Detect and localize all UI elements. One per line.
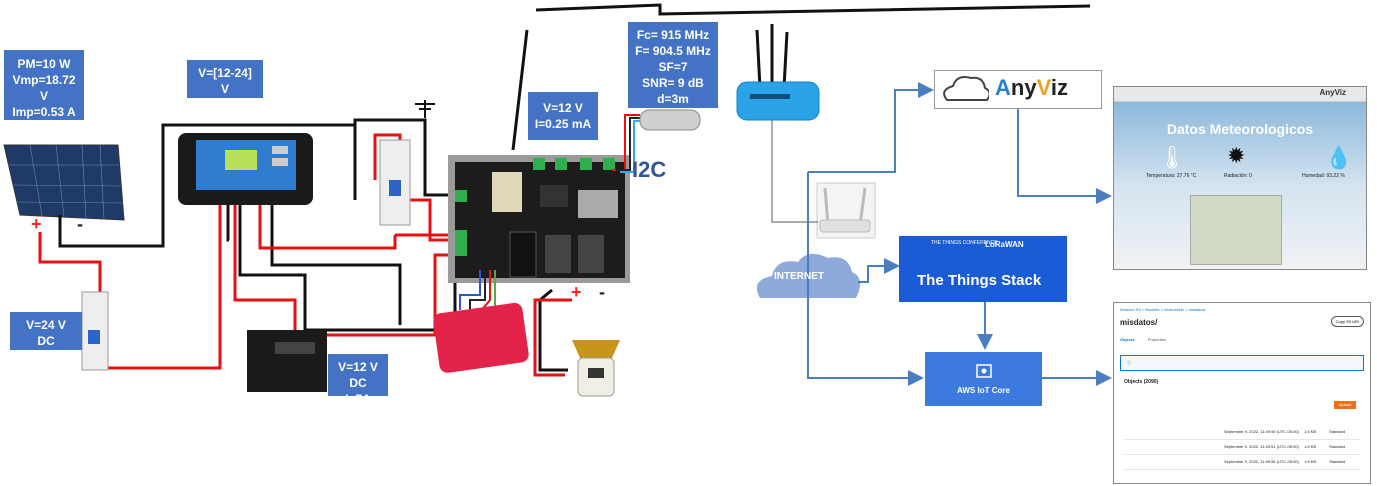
breaker-top [379,139,411,226]
panel-power: PM=10 W [17,57,71,71]
node-voltage: V=12 V [543,101,583,115]
battery [247,330,327,392]
thermometer-icon: 🌡 [1158,145,1186,170]
controller-spec-label: V=[12-24] V I=10A [187,60,263,112]
panel-minus-sign: - [77,214,83,234]
battery-current: I=7A [345,392,371,406]
anyviz-dashboard: AnyViz Datos Meteorologicos 🌡 ✹ 💧 Temper… [1113,86,1367,270]
dashboard-title: Datos Meteorologicos [1166,121,1314,137]
row-storage-class: Standard [1329,459,1346,464]
sun-icon: ✹ [1227,143,1246,168]
objects-table: September 9, 2022, 11:49:50 (UTC-05:00) … [1124,425,1360,470]
things-stack-title: The Things Stack [917,272,1042,289]
map-widget [1190,195,1282,265]
controller-current: I=10A [208,98,242,112]
table-row[interactable]: September 9, 2022, 11:49:55 (UTC-05:00) … [1124,455,1360,470]
cloud-icon [943,76,989,101]
dashboard-brand: AnyViz [1319,88,1346,97]
s3-console: Amazon S3 > Buckets > misbuckets > misda… [1113,302,1371,484]
row-storage-class: Standard [1329,429,1346,434]
panel-spec-label: PM=10 W Vmp=18.72 V Imp=0.53 A [4,50,84,120]
lora-gateway [736,24,820,121]
lorawan-label: LoRaWAN [985,240,1024,249]
drop-icon: 💧 [1325,145,1353,170]
i2c-label: I2C [632,157,667,182]
radio-center-frequency: Fc= 915 MHz [636,28,710,42]
row-last-modified: September 9, 2022, 11:49:55 (UTC-05:00) [1224,459,1299,464]
s3-tabs: Objects Properties [1120,337,1166,342]
things-conference-label: THE THINGS CONFERENCE [931,240,998,246]
radio-spec-label: Fc= 915 MHz F= 904.5 MHz SF=7 SNR= 9 dB … [628,22,718,108]
breaker-spec-label: V=24 V DC I=32 A [10,312,82,364]
panel-vmp: Vmp=18.72 V [12,73,76,103]
battery-voltage: V=12 V DC [338,360,378,390]
breaker-bottom [81,291,109,371]
network-links [771,120,818,223]
positive-wires [38,133,572,377]
battery-spec-label: V=12 V DC I=7A [328,354,388,406]
info-icon: ⓘ [1127,360,1131,365]
table-row[interactable]: September 9, 2022, 11:49:51 (UTC-05:00) … [1124,440,1360,455]
data-flow-arrows [807,82,1112,386]
s3-heading: misdatos/ [1120,318,1158,327]
ground-symbol [415,100,435,118]
gauge-plus-sign: + [571,282,582,302]
uv-sensor [433,302,529,373]
table-row[interactable]: September 9, 2022, 11:49:50 (UTC-05:00) … [1124,425,1360,440]
tab-objects[interactable]: Objects [1120,337,1135,342]
aws-iot-core-block: AWS IoT Core [925,352,1042,406]
s3-info-banner: ⓘ [1120,355,1364,371]
radio-frequency: F= 904.5 MHz [635,44,711,58]
rain-gauge [572,340,620,397]
row-last-modified: September 9, 2022, 11:49:50 (UTC-05:00) [1224,429,1299,434]
breaker-current: I=32 A [28,350,64,364]
controller-voltage: V=[12-24] V [198,66,252,96]
copy-uri-button[interactable]: Copy S3 URI [1330,316,1364,327]
things-stack-block: THE THINGS CONFERENCE LoRaWAN The Things… [899,236,1067,302]
node-board [448,155,630,283]
breaker-voltage: V=24 V DC [26,318,66,348]
radio-snr: SNR= 9 dB [642,76,704,90]
temperature-probe [639,109,701,131]
radio-distance: d=3m [657,92,689,106]
temperature-value: Temperatura: 27.76 °C [1146,173,1197,179]
solar-panel [3,144,125,221]
radiation-value: Radiación: 0 [1224,173,1252,179]
row-size: 1.6 KB [1304,444,1317,449]
panel-imp: Imp=0.53 A [12,105,76,119]
gauge-minus-sign: - [599,282,605,302]
dashboard-toolbar: AnyViz [1114,87,1366,102]
objects-heading: Objects (2090) [1124,379,1159,385]
row-size: 1.6 KB [1304,429,1317,434]
panel-plus-sign: + [31,214,42,234]
row-last-modified: September 9, 2022, 11:49:51 (UTC-05:00) [1224,444,1299,449]
s3-breadcrumb: Amazon S3 > Buckets > misbuckets > misda… [1120,307,1206,312]
row-storage-class: Standard [1329,444,1346,449]
internet-label: INTERNET [774,271,824,282]
anyviz-logo: AnyViz [934,70,1102,109]
node-spec-label: V=12 V I=0.25 mA [528,92,598,140]
node-current: I=0.25 mA [534,117,592,131]
row-size: 1.6 KB [1304,459,1317,464]
iot-icon [976,364,992,378]
anyviz-brand: AnyViz [995,75,1068,100]
humidity-value: Humedad: 93.22 % [1302,173,1345,179]
tab-properties[interactable]: Properties [1147,337,1167,342]
wifi-router [816,182,876,239]
radio-spreading-factor: SF=7 [658,60,688,74]
aws-iot-title: AWS IoT Core [957,386,1010,395]
upload-button[interactable]: Upload [1334,401,1356,409]
charge-controller [178,133,313,205]
